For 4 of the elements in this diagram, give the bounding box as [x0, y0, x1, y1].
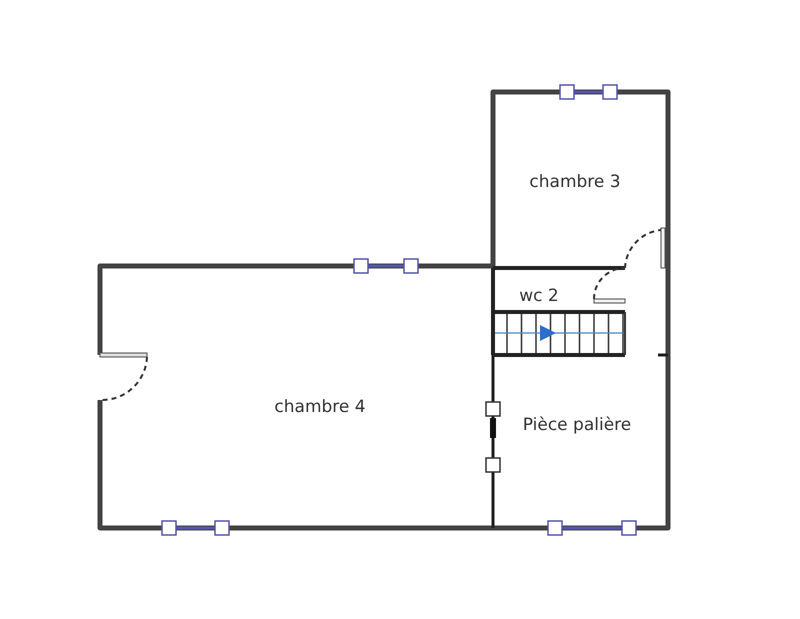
- room-label: Pièce palière: [522, 415, 632, 435]
- room-label: chambre 4: [274, 397, 366, 417]
- room-label: wc 2: [519, 286, 559, 306]
- room-label: chambre 3: [529, 172, 621, 192]
